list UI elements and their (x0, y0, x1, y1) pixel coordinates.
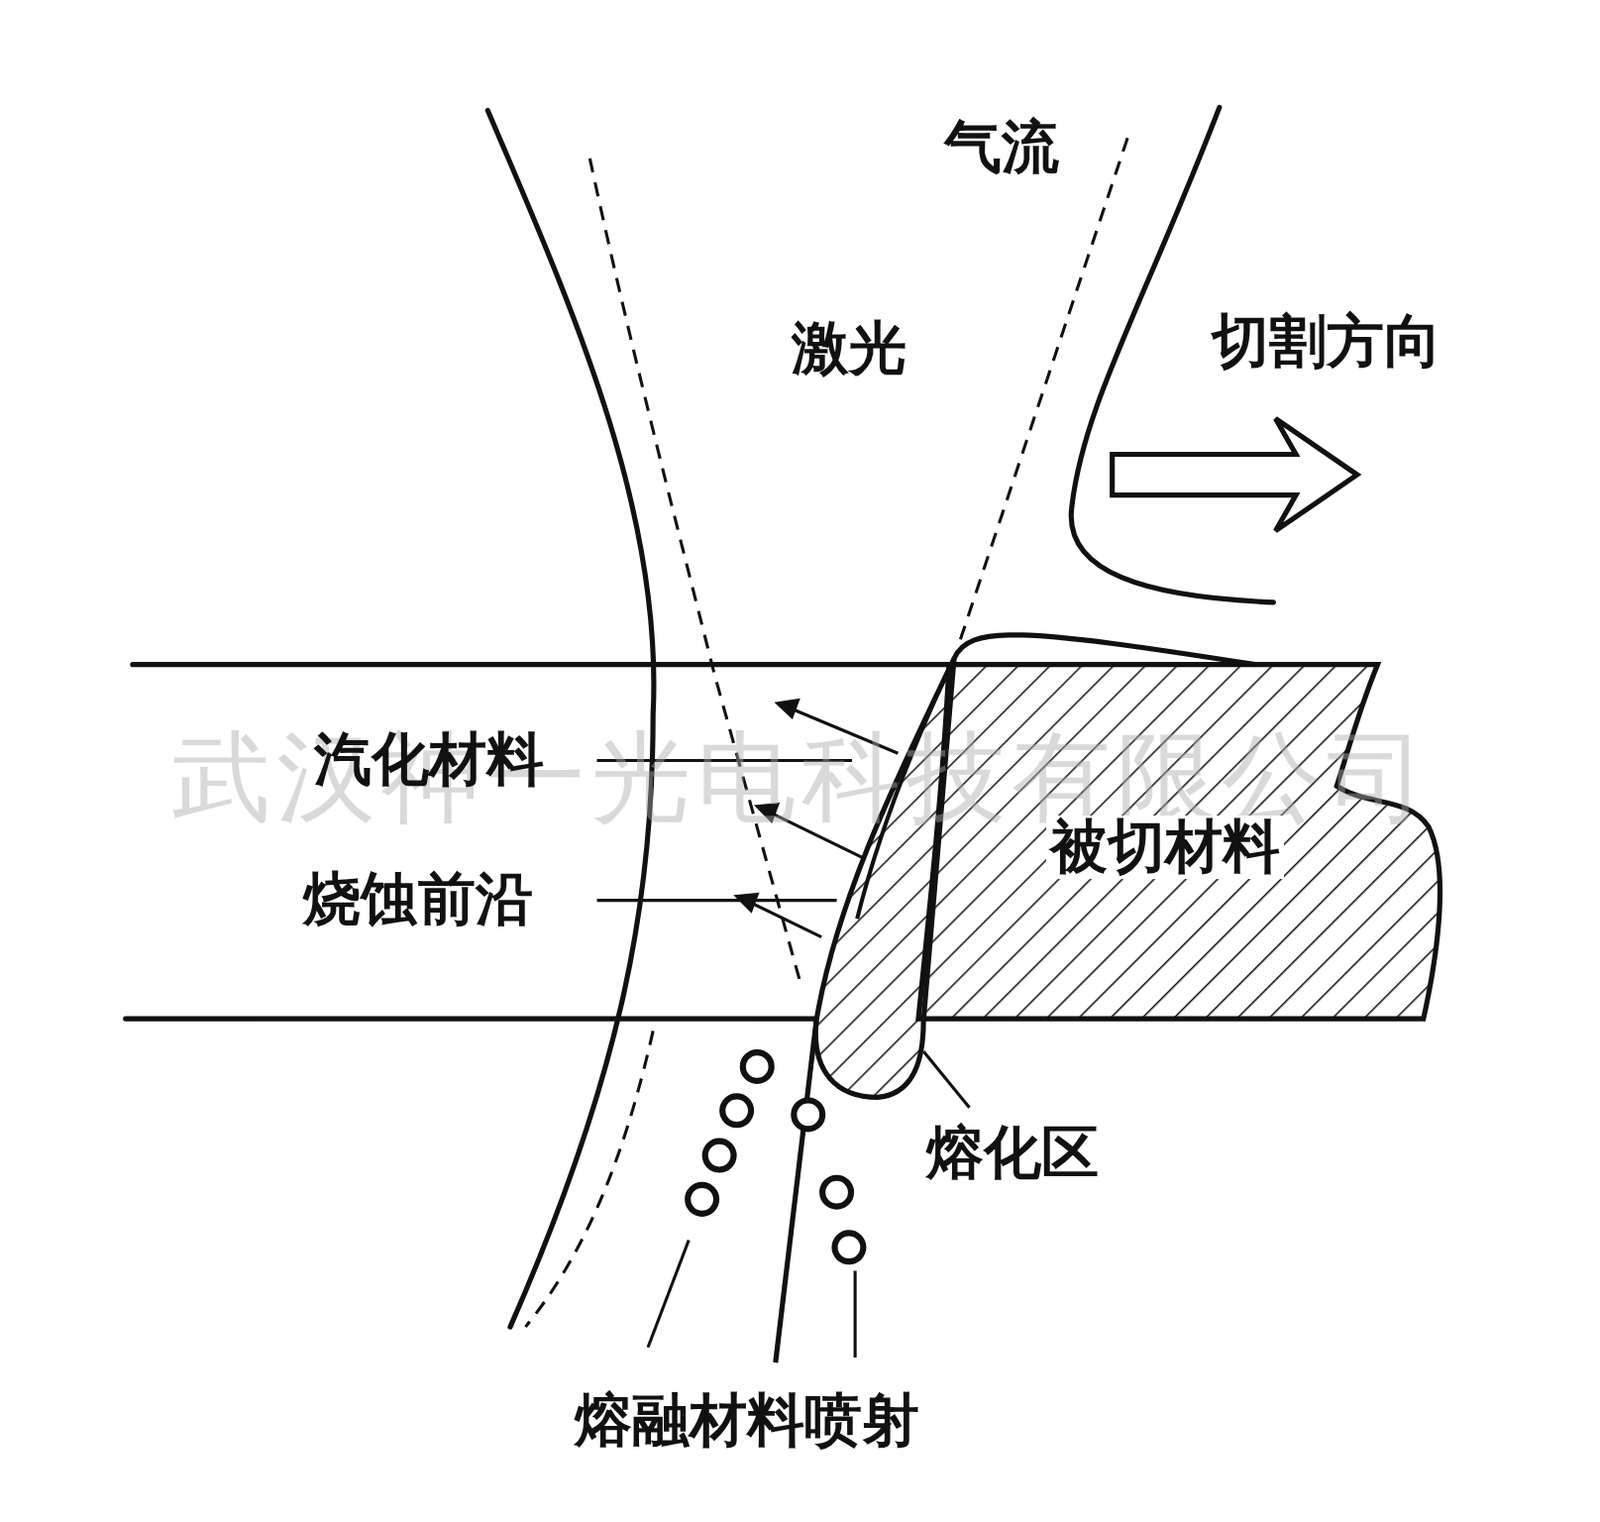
molten-ejection-label: 熔融材料喷射 (574, 1388, 920, 1453)
vaporized-material-label: 汽化材料 (314, 728, 544, 792)
gas-flow-label: 气流 (944, 115, 1060, 180)
workpiece-label: 被切材料 (1046, 815, 1284, 879)
ablation-front-label: 烧蚀前沿 (303, 868, 534, 933)
melt-zone-label: 熔化区 (926, 1121, 1099, 1185)
laser-label: 激光 (791, 317, 907, 381)
cutting-direction-label: 切割方向 (1211, 310, 1442, 374)
